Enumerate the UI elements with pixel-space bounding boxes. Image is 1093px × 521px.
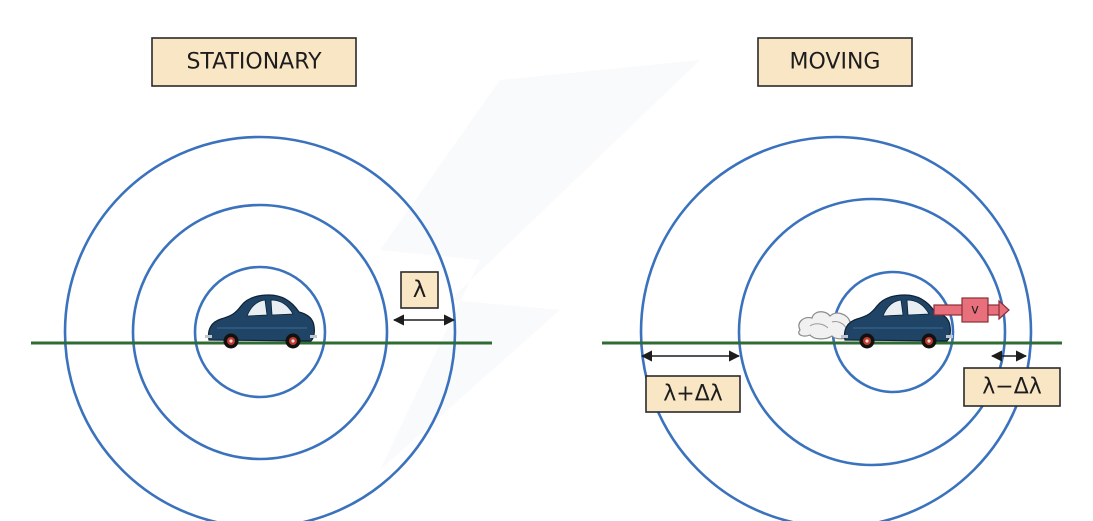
velocity-label-box [961,297,989,323]
moving-wavefront-middle [737,197,1007,467]
moving-wavefront-outer [639,135,1033,521]
front-wavelength-label: λ−Δλ [982,375,1042,400]
stationary-wavefront-middle [131,203,389,461]
moving-car [840,294,954,350]
moving-title: MOVING [790,50,881,75]
stationary-wavefront-inner [193,265,327,399]
stationary-wavelength-label: λ [413,277,427,303]
front-wavelength-marker: λ−Δλ [963,350,1061,407]
moving-panel: MOVING v λ+Δλ λ− [602,37,1062,521]
watermark-logo [380,60,700,470]
stationary-wavelength-marker: λ [392,271,456,326]
rear-wavelength-marker: λ+Δλ [640,350,741,413]
stationary-wavefront-outer [63,135,457,521]
stationary-title: STATIONARY [186,50,322,75]
stationary-car [204,294,318,350]
rear-wavelength-label: λ+Δλ [663,382,723,407]
moving-title-box: MOVING [757,37,913,87]
velocity-label: v [971,303,979,318]
velocity-arrow: v [933,297,1010,323]
stationary-panel: STATIONARY λ [31,37,492,521]
stationary-title-box: STATIONARY [151,37,357,87]
